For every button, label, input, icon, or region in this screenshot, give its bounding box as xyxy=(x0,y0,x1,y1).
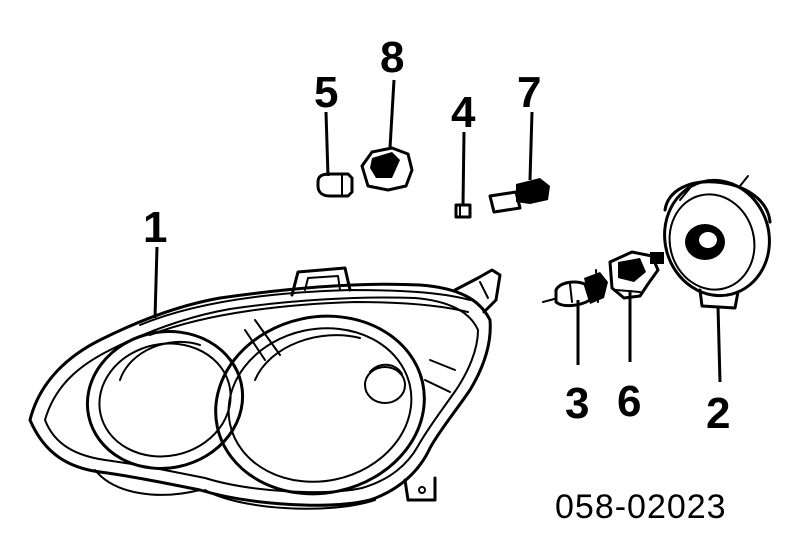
callout-2: 2 xyxy=(706,389,730,438)
leader-line-4 xyxy=(461,131,466,206)
leader-line-8 xyxy=(388,79,396,149)
callout-4: 4 xyxy=(451,88,476,137)
leader-line-7 xyxy=(528,111,534,181)
bulb-socket-part[interactable] xyxy=(608,250,664,300)
callout-6: 6 xyxy=(617,377,641,426)
turn-socket-part[interactable] xyxy=(360,146,414,192)
wedge-bulb-part[interactable] xyxy=(316,172,354,198)
headlight-assembly[interactable] xyxy=(28,266,502,513)
bulb-with-socket-part[interactable] xyxy=(488,178,550,214)
leader-line-5 xyxy=(324,111,330,177)
leader-line-1 xyxy=(153,246,159,319)
callout-5: 5 xyxy=(314,68,338,117)
callout-8: 8 xyxy=(380,33,404,82)
callout-7: 7 xyxy=(517,68,541,117)
drawing-code: 058-02023 xyxy=(555,488,727,526)
small-bulb-part[interactable] xyxy=(454,203,472,219)
leader-line-2 xyxy=(716,305,722,383)
callout-1: 1 xyxy=(143,203,167,252)
callout-3: 3 xyxy=(565,379,589,428)
socket-housing-part[interactable] xyxy=(652,169,782,310)
h7-bulb-part[interactable] xyxy=(542,269,608,308)
